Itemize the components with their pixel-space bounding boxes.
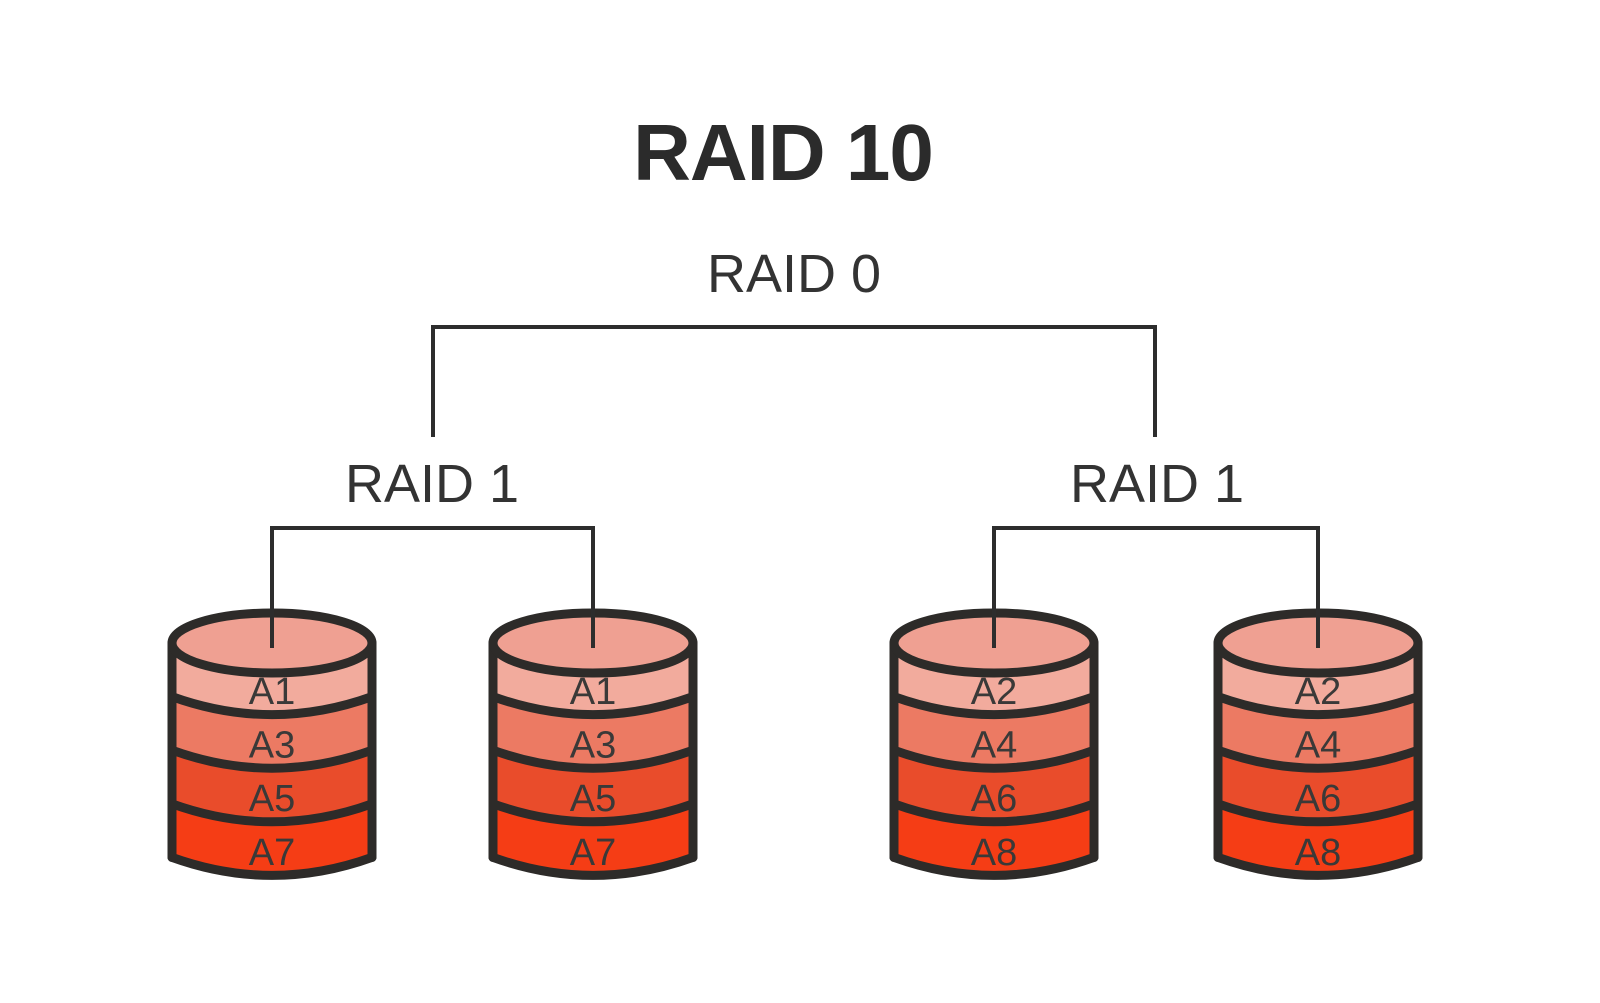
disk-separator-line bbox=[889, 745, 1099, 773]
segment-label: A5 bbox=[570, 778, 616, 820]
page-title: RAID 10 bbox=[633, 108, 933, 197]
disk-separator-line bbox=[167, 799, 377, 827]
segment-label: A2 bbox=[971, 671, 1017, 713]
segment-label: A7 bbox=[249, 832, 295, 874]
segment-label: A1 bbox=[570, 671, 616, 713]
segment-label: A7 bbox=[570, 832, 616, 874]
segment-label: A6 bbox=[1295, 778, 1341, 820]
segment-label: A3 bbox=[249, 725, 295, 767]
disk-bottom-edge bbox=[1213, 852, 1423, 880]
disk-bottom-edge bbox=[167, 852, 377, 880]
disk-side-edges bbox=[488, 638, 698, 862]
raid1-right-bracket-line bbox=[992, 526, 1320, 648]
disk-separator-line bbox=[1213, 692, 1423, 720]
segment-label: A4 bbox=[1295, 725, 1341, 767]
segment-label: A3 bbox=[570, 725, 616, 767]
disk-separator-line bbox=[889, 799, 1099, 827]
segment-label: A8 bbox=[1295, 832, 1341, 874]
disk-side-edges bbox=[167, 638, 377, 862]
raid0-node-label: RAID 0 bbox=[707, 244, 881, 304]
segment-label: A4 bbox=[971, 725, 1017, 767]
disk-separator-line bbox=[1213, 745, 1423, 773]
segment-label: A6 bbox=[971, 778, 1017, 820]
segment-label: A1 bbox=[249, 671, 295, 713]
disk-side-edges bbox=[889, 638, 1099, 862]
disk-separator-line bbox=[167, 692, 377, 720]
raid1-right-node-label: RAID 1 bbox=[1070, 454, 1244, 514]
disk-side-edges bbox=[1213, 638, 1423, 862]
disk-separator-line bbox=[167, 745, 377, 773]
segment-label: A8 bbox=[971, 832, 1017, 874]
raid0-bracket-line bbox=[431, 325, 1157, 437]
disk-bottom-edge bbox=[488, 852, 698, 880]
disk-separator-line bbox=[488, 745, 698, 773]
disk-separator-line bbox=[488, 799, 698, 827]
disk-bottom-edge bbox=[889, 852, 1099, 880]
disk-separator-line bbox=[889, 692, 1099, 720]
raid1-left-bracket-line bbox=[270, 526, 595, 648]
segment-label: A5 bbox=[249, 778, 295, 820]
segment-label: A2 bbox=[1295, 671, 1341, 713]
disk-separator-line bbox=[488, 692, 698, 720]
disk-separator-line bbox=[1213, 799, 1423, 827]
raid1-left-node-label: RAID 1 bbox=[345, 454, 519, 514]
